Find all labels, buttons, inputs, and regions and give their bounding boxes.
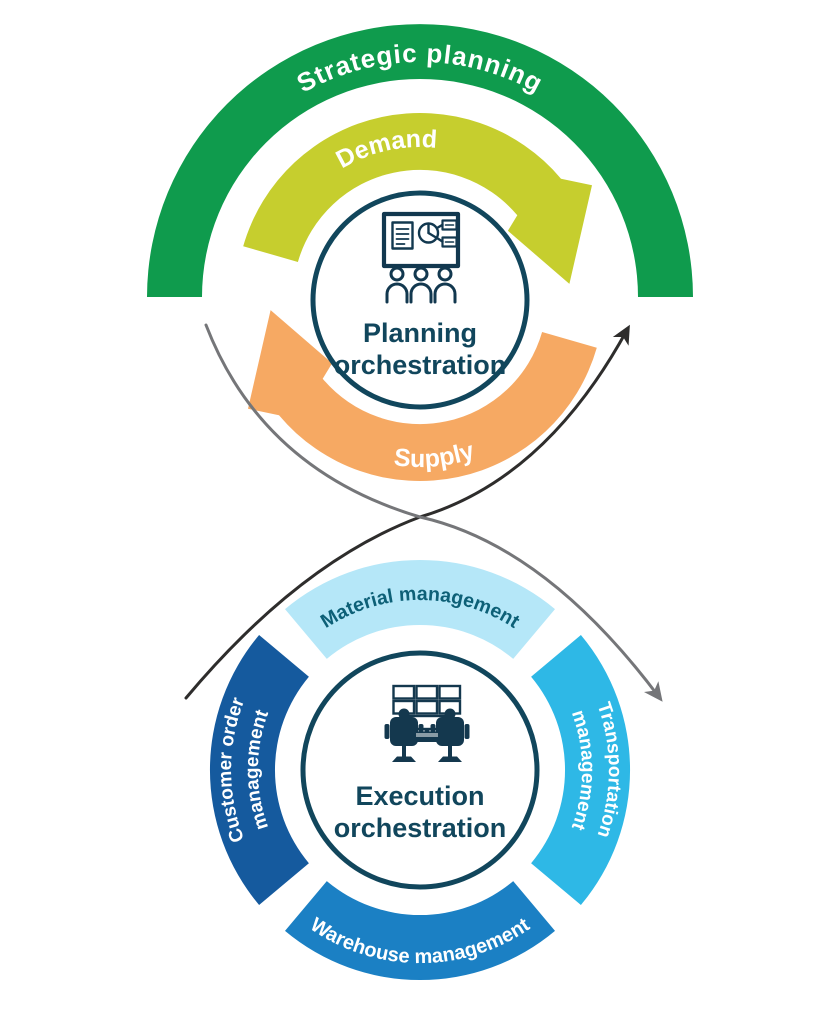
demand-arrow: [243, 112, 592, 284]
planning-cycle: Strategic planning Demand Supply: [147, 24, 693, 482]
flow-arrowhead-down-icon: [643, 681, 663, 702]
planning-title-line2: orchestration: [334, 350, 507, 380]
material-management-segment: [285, 559, 555, 659]
supply-arrow: [248, 310, 597, 482]
strategic-planning-ring: [147, 24, 693, 298]
planning-title-line1: Planning: [363, 318, 477, 348]
planning-center: Planning orchestration: [310, 190, 530, 410]
execution-title-line1: Execution: [355, 781, 484, 811]
execution-title-line2: orchestration: [334, 813, 507, 843]
control-room-icon: [384, 684, 470, 762]
flow-connectors: [184, 323, 663, 702]
presentation-meeting-icon: [381, 211, 461, 304]
flow-arrowhead-up-icon: [612, 324, 630, 346]
execution-cycle: Material management Transportation manag…: [209, 559, 631, 981]
warehouse-management-segment: [285, 881, 555, 981]
execution-center-circle: [300, 650, 540, 890]
transportation-management-segment: [531, 635, 631, 905]
customer-order-management-segment: [209, 635, 309, 905]
flow-curve-down: [204, 323, 661, 699]
execution-center: Execution orchestration: [300, 650, 540, 890]
